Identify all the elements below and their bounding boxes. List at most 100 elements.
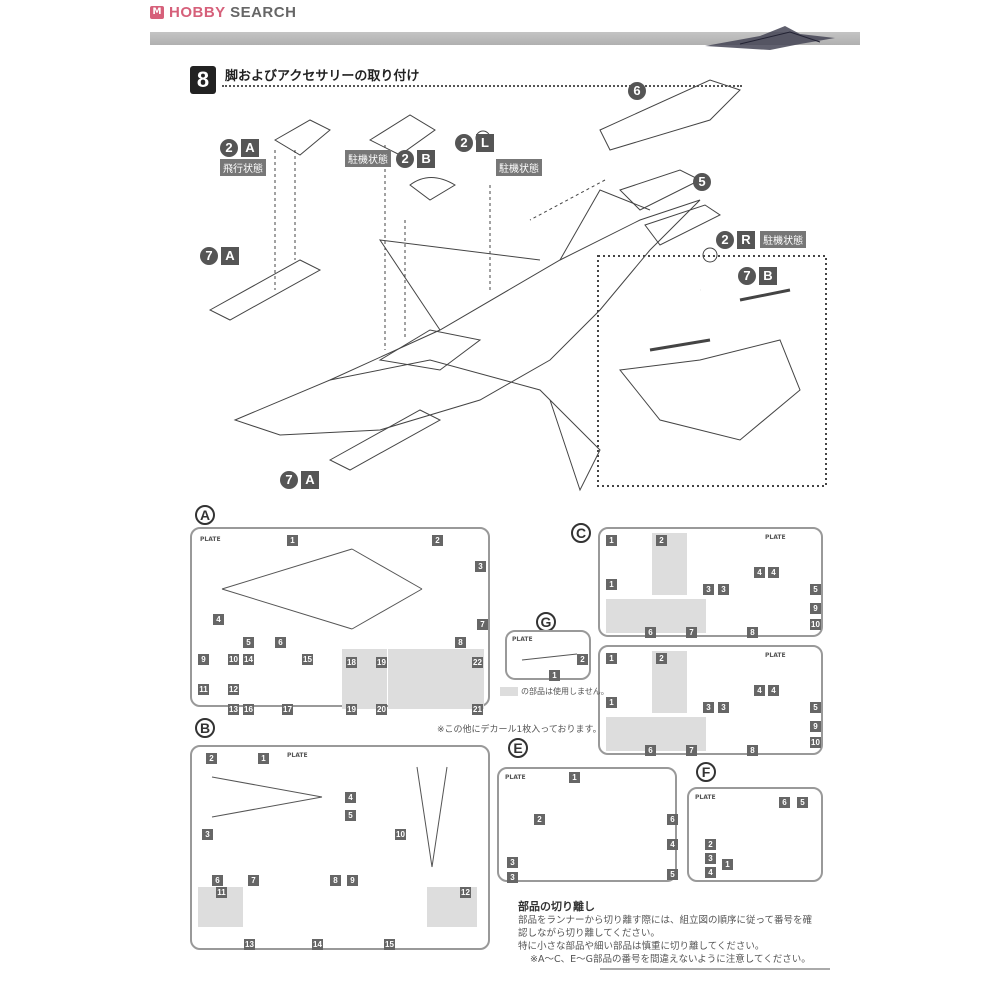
decal-note: ※この他にデカール1枚入っております。 — [437, 725, 602, 735]
part-number-badge: 2 — [206, 753, 217, 764]
part-number-badge: 10 — [810, 737, 821, 748]
part-number-badge: 19 — [376, 657, 387, 668]
part-number-badge: 12 — [228, 684, 239, 695]
part-number-badge: 9 — [810, 603, 821, 614]
part-number-badge: 1 — [606, 535, 617, 546]
part-number-badge: 15 — [302, 654, 313, 665]
part-number-badge: 6 — [645, 745, 656, 756]
part-6 — [599, 79, 741, 151]
inset-aircraft — [619, 339, 801, 441]
landing-gear-2b — [409, 177, 456, 201]
part-number-badge: 9 — [198, 654, 209, 665]
part-number-badge: 4 — [213, 614, 224, 625]
part-number-badge: 6 — [667, 814, 678, 825]
part-number-badge: 3 — [703, 702, 714, 713]
runner-f-label: F — [696, 762, 716, 782]
part-number-badge: 17 — [282, 704, 293, 715]
part-number-badge: 5 — [345, 810, 356, 821]
notes-line-1: 部品をランナーから切り離す際には、組立図の順序に従って番号を確認しながら切り離し… — [518, 915, 813, 939]
part-number-badge: 8 — [330, 875, 341, 886]
part-number-badge: 13 — [244, 939, 255, 950]
part-number-badge: 11 — [216, 887, 227, 898]
part-number-badge: 5 — [667, 869, 678, 880]
notes-line-3: ※A～C、E～G部品の番号を間違えないように注意してください。 — [530, 954, 811, 965]
runner-b-label: B — [195, 718, 215, 738]
plate-label: PLATE — [765, 534, 786, 541]
callout-6: 6 — [628, 80, 646, 100]
part-number-badge: 7 — [248, 875, 259, 886]
part-number-badge: 12 — [460, 887, 471, 898]
part-outline-drawing — [211, 766, 448, 868]
part-number-badge: 1 — [549, 670, 560, 681]
runner-g-label: G — [536, 612, 556, 632]
gray-swatch — [500, 687, 518, 696]
part-outline-drawing — [521, 653, 578, 661]
aircraft-thumbnail-icon — [705, 26, 835, 50]
logo-icon: M — [150, 6, 164, 19]
runner-e-label: E — [508, 738, 528, 758]
part-number-badge: 8 — [747, 627, 758, 638]
part-number-badge: 9 — [347, 875, 358, 886]
plate-label: PLATE — [287, 752, 308, 759]
part-number-badge: 6 — [275, 637, 286, 648]
notes-title: 部品の切り離し — [518, 900, 595, 913]
part-number-badge: 4 — [768, 567, 779, 578]
part-number-badge: 1 — [606, 579, 617, 590]
part-number-badge: 8 — [455, 637, 466, 648]
part-number-badge: 14 — [312, 939, 323, 950]
part-number-badge: 3 — [475, 561, 486, 572]
part-number-badge: 2 — [656, 653, 667, 664]
part-number-badge: 15 — [384, 939, 395, 950]
part-number-badge: 21 — [472, 704, 483, 715]
part-number-badge: 22 — [472, 657, 483, 668]
part-number-badge: 11 — [198, 684, 209, 695]
part-number-badge: 8 — [747, 745, 758, 756]
header-bar — [150, 32, 860, 45]
plate-label: PLATE — [200, 536, 221, 543]
part-outline — [221, 548, 353, 590]
runner-a-label: A — [195, 505, 215, 525]
part-number-badge: 10 — [810, 619, 821, 630]
part-number-badge: 10 — [395, 829, 406, 840]
part-number-badge: 19 — [346, 704, 357, 715]
part-number-badge: 6 — [645, 627, 656, 638]
part-outline — [521, 653, 578, 661]
part-number-badge: 4 — [345, 792, 356, 803]
notes-line-2: 特に小さな部品や細い部品は慎重に切り離してください。 — [518, 941, 765, 952]
plate-label: PLATE — [512, 636, 533, 643]
runner-c-label: C — [571, 523, 591, 543]
part-outline — [431, 766, 448, 868]
part-outline — [416, 766, 433, 868]
part-number-badge: 10 — [228, 654, 239, 665]
title-divider — [222, 85, 742, 87]
logo-search: SEARCH — [230, 4, 297, 21]
hobby-search-logo[interactable]: M HOBBY SEARCH — [150, 4, 296, 21]
part-number-badge: 6 — [212, 875, 223, 886]
part-outline — [211, 796, 323, 818]
parts-removal-notes: 部品の切り離し 部品をランナーから切り離す際には、組立図の順序に従って番号を確認… — [518, 900, 818, 966]
part-number-badge: 7 — [477, 619, 488, 630]
logo-hobby: HOBBY — [169, 4, 226, 21]
plate-label: PLATE — [505, 774, 526, 781]
part-number-badge: 3 — [202, 829, 213, 840]
part-number-badge: 2 — [534, 814, 545, 825]
part-number-badge: 18 — [346, 657, 357, 668]
part-number-badge: 4 — [705, 867, 716, 878]
guide-lines — [274, 145, 606, 350]
part-number-badge: 5 — [810, 702, 821, 713]
part-number-badge: 3 — [718, 584, 729, 595]
part-number-badge: 5 — [810, 584, 821, 595]
part-number-badge: 4 — [754, 567, 765, 578]
part-number-badge: 7 — [686, 627, 697, 638]
callout-2l-state: 駐機状態 — [496, 157, 542, 176]
part-number-badge: 1 — [722, 859, 733, 870]
part-number-badge: 9 — [810, 721, 821, 732]
